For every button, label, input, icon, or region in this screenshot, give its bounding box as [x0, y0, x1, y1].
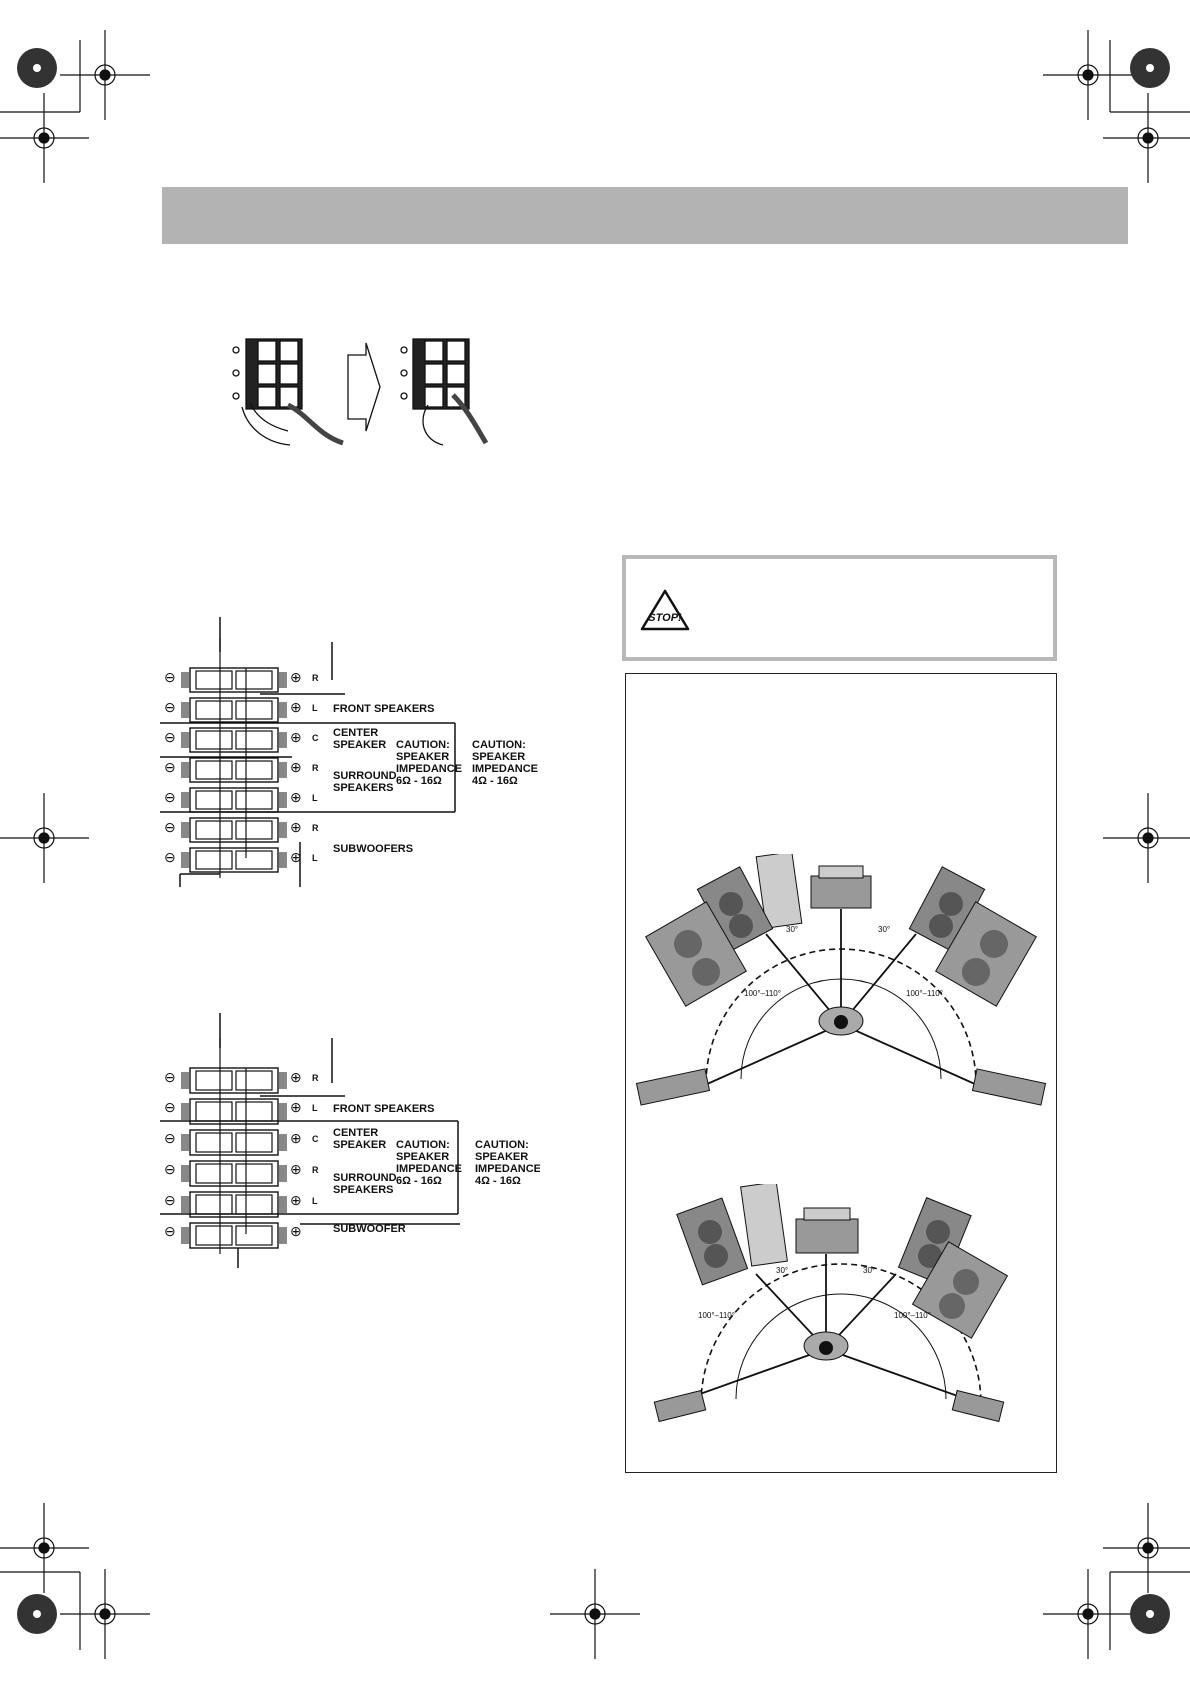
- terminal-diagram-b: ⊖ ⊖ ⊖ ⊖ ⊖ ⊖ ⊕ ⊕ ⊕ ⊕ ⊕ ⊕ R L C R L FRONT …: [160, 1013, 540, 1268]
- minus-symbol: ⊖: [164, 1069, 176, 1085]
- angle-label-front: 30°: [878, 925, 890, 934]
- caution-impedance-6-16: CAUTION:: [396, 1139, 450, 1151]
- minus-symbol: ⊖: [164, 849, 176, 865]
- channel-l: L: [312, 1103, 318, 1113]
- angle-label-front: 30°: [863, 1266, 875, 1275]
- terminal-diagram-a: ⊖ ⊖ ⊖ ⊖ ⊖ ⊖ ⊖ ⊕ ⊕ ⊕ ⊕ ⊕ ⊕ ⊕ R L C R L R …: [160, 617, 538, 887]
- plus-symbol: ⊕: [290, 1099, 302, 1115]
- caution-impedance-6-16: CAUTION:: [396, 739, 450, 751]
- caution-impedance-4-16: 4Ω - 16Ω: [475, 1175, 521, 1187]
- caution-impedance-4-16: SPEAKER: [472, 751, 525, 763]
- plus-symbol: ⊕: [290, 729, 302, 745]
- placement-diagram-bottom: 30° 30° 100°–110° 100°–110°: [653, 1184, 1009, 1423]
- plus-symbol: ⊕: [290, 759, 302, 775]
- minus-symbol: ⊖: [164, 1223, 176, 1239]
- plus-symbol: ⊕: [290, 1130, 302, 1146]
- speaker-placement-box: 30° 30° 100°–110° 100°–110° 30° 3: [625, 673, 1057, 1473]
- subwoofer-label: SUBWOOFER: [333, 1223, 406, 1235]
- channel-r: R: [312, 1165, 319, 1175]
- caution-impedance-6-16: 6Ω - 16Ω: [396, 1175, 442, 1187]
- angle-label-rear: 100°–110°: [906, 989, 943, 998]
- angle-label-front: 30°: [776, 1266, 788, 1275]
- channel-l: L: [312, 703, 318, 713]
- channel-r: R: [312, 673, 319, 683]
- caution-impedance-6-16: 6Ω - 16Ω: [396, 775, 442, 787]
- surround-speakers-label: SURROUND: [333, 770, 397, 782]
- stop-icon-text: STOP!: [648, 612, 682, 624]
- angle-label-rear: 100°–110°: [894, 1311, 931, 1320]
- plus-symbol: ⊕: [290, 1161, 302, 1177]
- minus-symbol: ⊖: [164, 759, 176, 775]
- channel-l: L: [312, 1196, 318, 1206]
- plus-symbol: ⊕: [290, 669, 302, 685]
- plus-symbol: ⊕: [290, 1192, 302, 1208]
- stop-warning-icon: STOP!: [640, 589, 690, 631]
- channel-l: L: [312, 853, 318, 863]
- plus-symbol: ⊕: [290, 1223, 302, 1239]
- channel-r: R: [312, 823, 319, 833]
- front-speakers-label: FRONT SPEAKERS: [333, 703, 434, 715]
- placement-diagram-top: 30° 30° 100°–110° 100°–110°: [635, 854, 1047, 1106]
- minus-symbol: ⊖: [164, 729, 176, 745]
- surround-speakers-label: SURROUND: [333, 1172, 397, 1184]
- minus-symbol: ⊖: [164, 699, 176, 715]
- caution-impedance-4-16: SPEAKER: [475, 1151, 528, 1163]
- plus-symbol: ⊕: [290, 849, 302, 865]
- caution-impedance-4-16: IMPEDANCE: [475, 1163, 540, 1175]
- plus-symbol: ⊕: [290, 699, 302, 715]
- front-speakers-label: FRONT SPEAKERS: [333, 1103, 434, 1115]
- plus-symbol: ⊕: [290, 789, 302, 805]
- center-speaker-label: CENTER: [333, 727, 378, 739]
- channel-r: R: [312, 1073, 319, 1083]
- caution-impedance-6-16: SPEAKER: [396, 751, 449, 763]
- angle-label-front: 30°: [786, 925, 798, 934]
- minus-symbol: ⊖: [164, 669, 176, 685]
- minus-symbol: ⊖: [164, 789, 176, 805]
- caution-impedance-6-16: IMPEDANCE: [396, 763, 462, 775]
- channel-r: R: [312, 763, 319, 773]
- channel-c: C: [312, 1134, 319, 1144]
- center-speaker-label: CENTER: [333, 1127, 378, 1139]
- minus-symbol: ⊖: [164, 1130, 176, 1146]
- caution-impedance-4-16: IMPEDANCE: [472, 763, 538, 775]
- plus-symbol: ⊕: [290, 819, 302, 835]
- section-header-band: [162, 187, 1128, 244]
- stop-notice-box: STOP!: [622, 555, 1057, 661]
- angle-label-rear: 100°–110°: [698, 1311, 735, 1320]
- center-speaker-label: SPEAKER: [333, 1139, 386, 1151]
- minus-symbol: ⊖: [164, 1099, 176, 1115]
- channel-c: C: [312, 733, 319, 743]
- caution-impedance-4-16: CAUTION:: [472, 739, 526, 751]
- channel-l: L: [312, 793, 318, 803]
- plus-symbol: ⊕: [290, 1069, 302, 1085]
- surround-speakers-label: SPEAKERS: [333, 1184, 394, 1196]
- caution-impedance-6-16: IMPEDANCE: [396, 1163, 462, 1175]
- caution-impedance-4-16: CAUTION:: [475, 1139, 529, 1151]
- minus-symbol: ⊖: [164, 1192, 176, 1208]
- terminal-insertion-figure: [232, 338, 489, 446]
- caution-impedance-4-16: 4Ω - 16Ω: [472, 775, 518, 787]
- minus-symbol: ⊖: [164, 819, 176, 835]
- minus-symbol: ⊖: [164, 1161, 176, 1177]
- surround-speakers-label: SPEAKERS: [333, 782, 394, 794]
- center-speaker-label: SPEAKER: [333, 739, 386, 751]
- angle-label-rear: 100°–110°: [744, 989, 781, 998]
- caution-impedance-6-16: SPEAKER: [396, 1151, 449, 1163]
- subwoofers-label: SUBWOOFERS: [333, 843, 413, 855]
